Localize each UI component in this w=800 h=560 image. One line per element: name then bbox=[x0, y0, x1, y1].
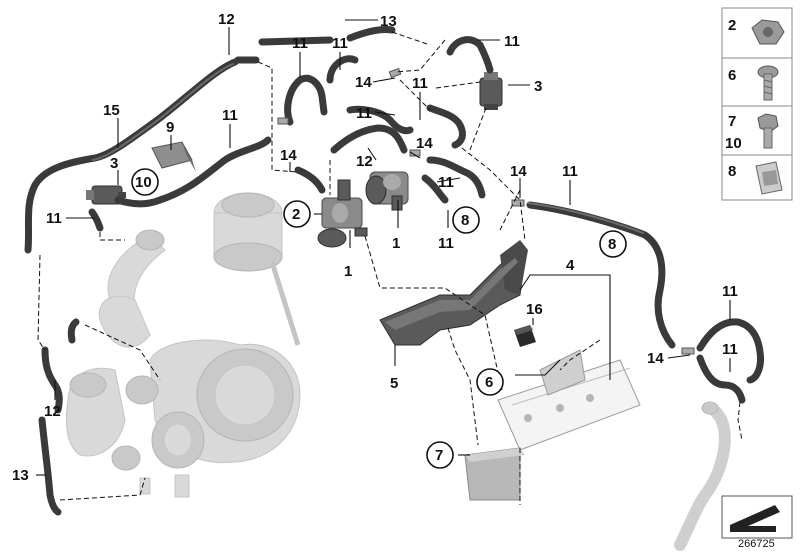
callout-1-right: 1 bbox=[392, 235, 400, 252]
callout-14-a: 14 bbox=[355, 74, 372, 91]
vent-hose-ghost bbox=[674, 402, 731, 551]
callout-10: 10 bbox=[135, 174, 152, 191]
callout-11-l: 11 bbox=[722, 341, 738, 358]
legend-box: 2 6 7 10 8 bbox=[721, 7, 793, 201]
bolt-icon bbox=[757, 113, 779, 149]
callout-11-a: 11 bbox=[292, 35, 308, 52]
legend-item-bolt-a: 7 bbox=[728, 113, 736, 130]
callout-circle-8-a bbox=[452, 206, 480, 234]
heat-shield-7 bbox=[464, 447, 525, 501]
callout-16: 16 bbox=[526, 301, 543, 318]
callout-11-i: 11 bbox=[46, 210, 62, 227]
diagram-part-id: 266725 bbox=[738, 538, 775, 550]
callout-circle-6 bbox=[476, 368, 504, 396]
callout-7: 7 bbox=[435, 447, 443, 464]
callout-11-c: 11 bbox=[504, 33, 520, 50]
callout-11-d: 11 bbox=[412, 75, 428, 92]
callout-2: 2 bbox=[292, 206, 300, 223]
callout-8-b: 8 bbox=[608, 236, 616, 253]
callout-11-g: 11 bbox=[438, 174, 454, 191]
callout-14-e: 14 bbox=[647, 350, 664, 367]
callout-13-top: 13 bbox=[380, 13, 397, 30]
callout-3-right: 3 bbox=[534, 78, 542, 95]
callout-4: 4 bbox=[566, 257, 575, 274]
hose-connectors bbox=[277, 67, 695, 355]
turbocharger-ghost bbox=[66, 192, 301, 498]
bracket-holder-5 bbox=[379, 240, 528, 346]
pressure-converter-valve-right bbox=[365, 171, 409, 211]
pressure-converter-valve-left bbox=[317, 179, 368, 248]
callout-circle-8-b bbox=[599, 230, 627, 258]
callout-circle-2 bbox=[283, 200, 311, 228]
callout-11-f: 11 bbox=[356, 105, 372, 122]
holder-9 bbox=[151, 141, 196, 172]
callout-12-low: 12 bbox=[44, 403, 61, 420]
callout-6: 6 bbox=[485, 374, 493, 391]
dashed-reference-lines bbox=[37, 31, 743, 505]
callout-12-top: 12 bbox=[218, 11, 235, 28]
callout-15: 15 bbox=[103, 102, 120, 119]
legend-item-nut: 2 bbox=[728, 17, 736, 34]
callout-9: 9 bbox=[166, 119, 174, 136]
callout-14-b: 14 bbox=[416, 135, 433, 152]
callout-circle-10 bbox=[131, 168, 159, 196]
callout-3-left: 3 bbox=[110, 155, 118, 172]
legend-item-screw: 6 bbox=[728, 67, 736, 84]
solenoid-valve-left bbox=[86, 185, 126, 205]
direction-indicator bbox=[721, 495, 793, 539]
clip-icon bbox=[755, 161, 783, 195]
callout-11-e: 11 bbox=[222, 107, 238, 124]
solenoid-valve-right bbox=[479, 72, 503, 110]
callout-11-k: 11 bbox=[722, 283, 738, 300]
heat-shield-4 bbox=[497, 349, 641, 451]
rubber-mount-16 bbox=[514, 325, 536, 347]
callout-13-low: 13 bbox=[12, 467, 29, 484]
legend-item-bolt-b: 10 bbox=[725, 135, 742, 152]
callout-11-j: 11 bbox=[438, 235, 454, 252]
callout-11-h: 11 bbox=[562, 163, 578, 180]
callout-12-mid: 12 bbox=[356, 153, 373, 170]
callout-8-a: 8 bbox=[461, 212, 469, 229]
callout-14-c: 14 bbox=[280, 147, 297, 164]
callout-labels: 12 13 11 11 11 14 11 3 15 9 11 11 14 3 1… bbox=[12, 11, 738, 484]
callout-14-d: 14 bbox=[510, 163, 527, 180]
legend-item-clip: 8 bbox=[728, 163, 736, 180]
callout-circle-7 bbox=[426, 441, 454, 469]
nut-icon bbox=[751, 19, 785, 45]
circled-callouts: 2 10 8 8 6 7 bbox=[131, 168, 627, 469]
callout-5: 5 bbox=[390, 375, 398, 392]
callout-11-b: 11 bbox=[332, 35, 348, 52]
leader-lines bbox=[36, 19, 731, 476]
screw-icon bbox=[757, 65, 779, 101]
callout-1-left: 1 bbox=[344, 263, 352, 280]
arrow-icon bbox=[730, 505, 780, 532]
